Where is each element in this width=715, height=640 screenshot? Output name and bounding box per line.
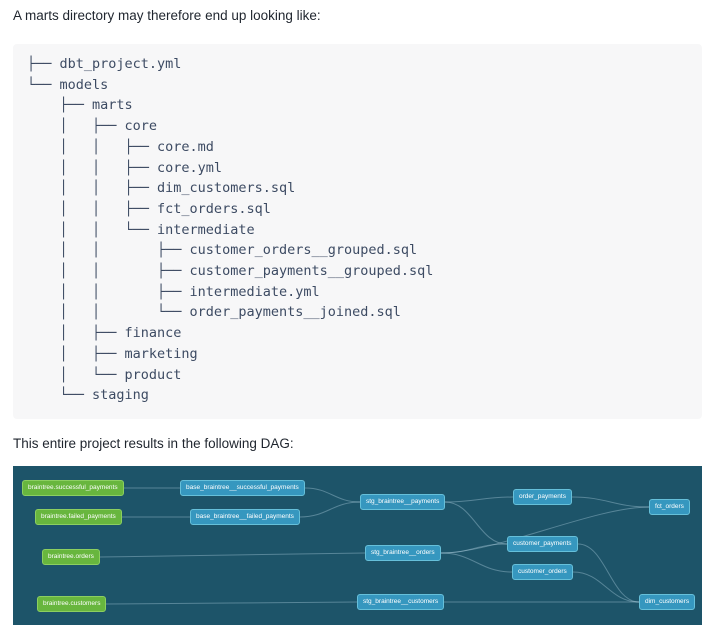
dag-node-base_braintree__successful_payments: base_braintree__successful_payments [180, 479, 305, 496]
intro-paragraph: A marts directory may therefore end up l… [13, 8, 321, 23]
dag-edge-stg_braintree__payments-order_payments [444, 496, 514, 503]
dag-edge-braintree.orders-stg_braintree__orders [99, 552, 366, 558]
dag-node-order_payments: order_payments [513, 488, 572, 505]
dag-node-braintree.orders: braintree.orders [42, 548, 100, 565]
dag-image: braintree.successful_payments braintree.f… [13, 465, 702, 625]
dag-node-dim_customers: dim_customers [639, 593, 696, 610]
dag-edge-base_braintree__failed_payments-stg_braintree__payments [299, 501, 361, 518]
dag-node-braintree.successful_payments: braintree.successful_payments [22, 479, 124, 496]
dag-edge-braintree.customers-stg_braintree__customers [105, 601, 358, 605]
dag-node-fct_orders: fct_orders [649, 498, 690, 515]
dag-node-stg_braintree__customers: stg_braintree__customers [357, 593, 445, 610]
dag-edge-stg_braintree__orders-customer_payments [440, 543, 508, 554]
dag-node-stg_braintree__orders: stg_braintree__orders [365, 544, 441, 561]
dag-node-customer_orders: customer_orders [512, 563, 573, 580]
dag-edge-base_braintree__successful_payments-stg_braintree__payments [304, 487, 361, 503]
dag-edge-customer_payments-dim_customers [577, 543, 640, 603]
dag-edge-stg_braintree__payments-customer_payments [444, 501, 508, 545]
directory-tree-block: ├── dbt_project.yml └── models ├── marts… [13, 44, 702, 419]
dag-edge-stg_braintree__orders-customer_orders [440, 552, 513, 573]
dag-edge-customer_orders-dim_customers [572, 571, 640, 603]
dag-caption-paragraph: This entire project results in the follo… [13, 435, 294, 451]
dag-node-base_braintree__failed_payments: base_braintree__failed_payments [190, 508, 300, 525]
dag-node-braintree.customers: braintree.customers [37, 595, 107, 612]
dag-node-stg_braintree__payments: stg_braintree__payments [360, 493, 446, 510]
dag-node-braintree.failed_payments: braintree.failed_payments [35, 508, 122, 525]
dag-edge-order_payments-fct_orders [571, 496, 650, 508]
docs-page-content: A marts directory may therefore end up l… [13, 8, 702, 625]
dag-node-customer_payments: customer_payments [507, 535, 578, 552]
directory-tree: ├── dbt_project.yml └── models ├── marts… [27, 56, 434, 404]
